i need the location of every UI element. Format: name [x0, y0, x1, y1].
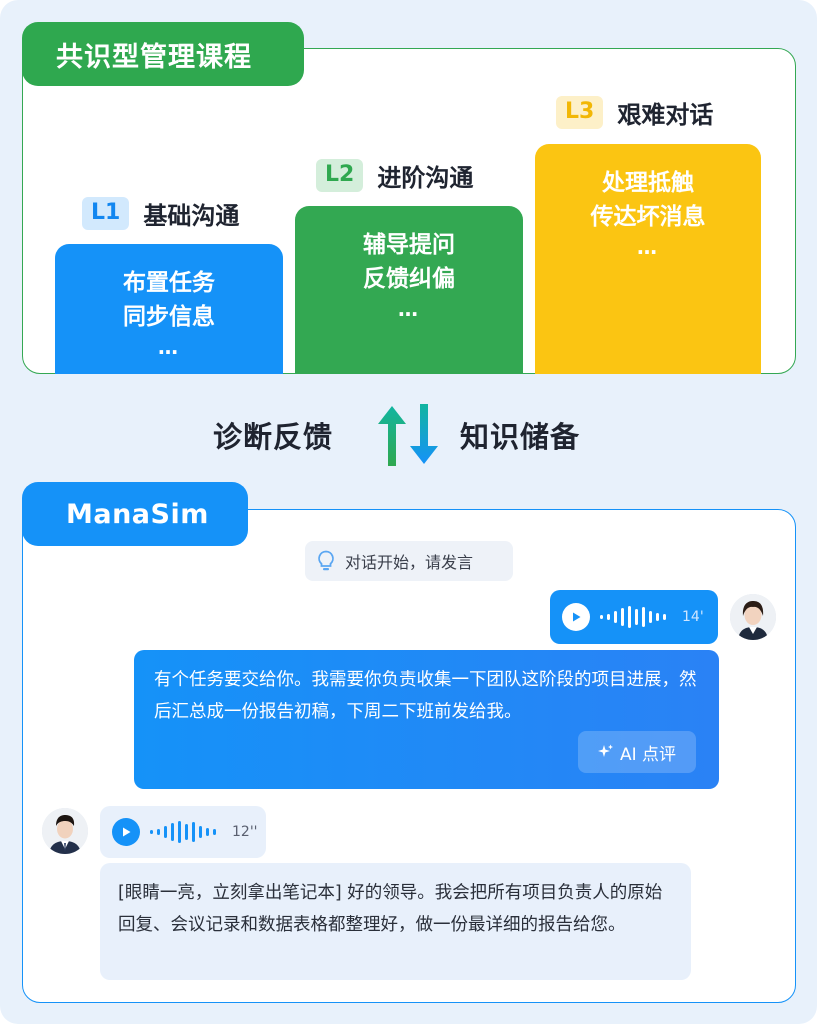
level-3-item: 传达坏消息 [590, 204, 706, 230]
diagnostic-feedback-label: 诊断反馈 [213, 420, 334, 454]
level-2-name: 进阶沟通 [377, 164, 474, 192]
manasim-title: ManaSim [22, 482, 248, 546]
level-1-card[interactable]: 布置任务 同步信息 … [55, 244, 283, 374]
level-1-header: L1 基础沟通 [82, 196, 239, 231]
employee-avatar [42, 808, 88, 854]
manager-avatar [730, 594, 776, 640]
play-icon[interactable] [562, 603, 590, 631]
employee-message-bubble: [眼睛一亮，立刻拿出笔记本] 好的领导。我会把所有项目负责人的原始回复、会议记录… [100, 863, 691, 980]
up-down-arrows-icon [378, 404, 438, 466]
manager-voice-message[interactable]: 14' [550, 590, 718, 644]
conversation-hint: 对话开始，请发言 [305, 541, 513, 581]
waveform-icon [600, 606, 666, 628]
lightbulb-icon [318, 550, 334, 571]
manager-message-bubble: 有个任务要交给你。我需要你负责收集一下团队这阶段的项目进展，然后汇总成一份报告初… [134, 650, 719, 789]
level-2-item: 反馈纠偏 [363, 266, 455, 292]
ai-review-button[interactable]: AI 点评 [578, 731, 696, 773]
level-2-card[interactable]: 辅导提问 反馈纠偏 … [295, 206, 523, 374]
level-1-badge: L1 [82, 197, 130, 230]
employee-message-text: [眼睛一亮，立刻拿出笔记本] 好的领导。我会把所有项目负责人的原始回复、会议记录… [118, 883, 663, 935]
level-3-item: 处理抵触 [602, 170, 694, 196]
course-title: 共识型管理课程 [22, 22, 304, 86]
employee-voice-message[interactable]: 12'' [100, 806, 266, 858]
play-icon[interactable] [112, 818, 140, 846]
conversation-hint-text: 对话开始，请发言 [345, 553, 474, 572]
level-3-badge: L3 [556, 96, 604, 129]
level-2-badge: L2 [316, 159, 364, 192]
manager-voice-duration: 14' [682, 609, 704, 625]
level-3-name: 艰难对话 [617, 101, 714, 129]
employee-voice-duration: 12'' [232, 824, 258, 840]
manager-message-text: 有个任务要交给你。我需要你负责收集一下团队这阶段的项目进展，然后汇总成一份报告初… [154, 670, 697, 722]
level-2-header: L2 进阶沟通 [316, 158, 473, 193]
level-1-item: 同步信息 [123, 304, 215, 330]
level-1-name: 基础沟通 [143, 202, 240, 230]
level-2-more: … [398, 297, 420, 321]
level-3-card[interactable]: 处理抵触 传达坏消息 … [535, 144, 761, 374]
level-1-more: … [158, 335, 180, 359]
sparkle-icon [597, 744, 613, 757]
ai-review-label: AI 点评 [619, 744, 677, 765]
knowledge-reserve-label: 知识储备 [460, 420, 581, 454]
level-3-more: … [637, 235, 659, 259]
level-1-item: 布置任务 [123, 270, 215, 296]
level-3-header: L3 艰难对话 [556, 95, 713, 130]
waveform-icon [150, 821, 216, 843]
level-2-item: 辅导提问 [363, 232, 455, 258]
